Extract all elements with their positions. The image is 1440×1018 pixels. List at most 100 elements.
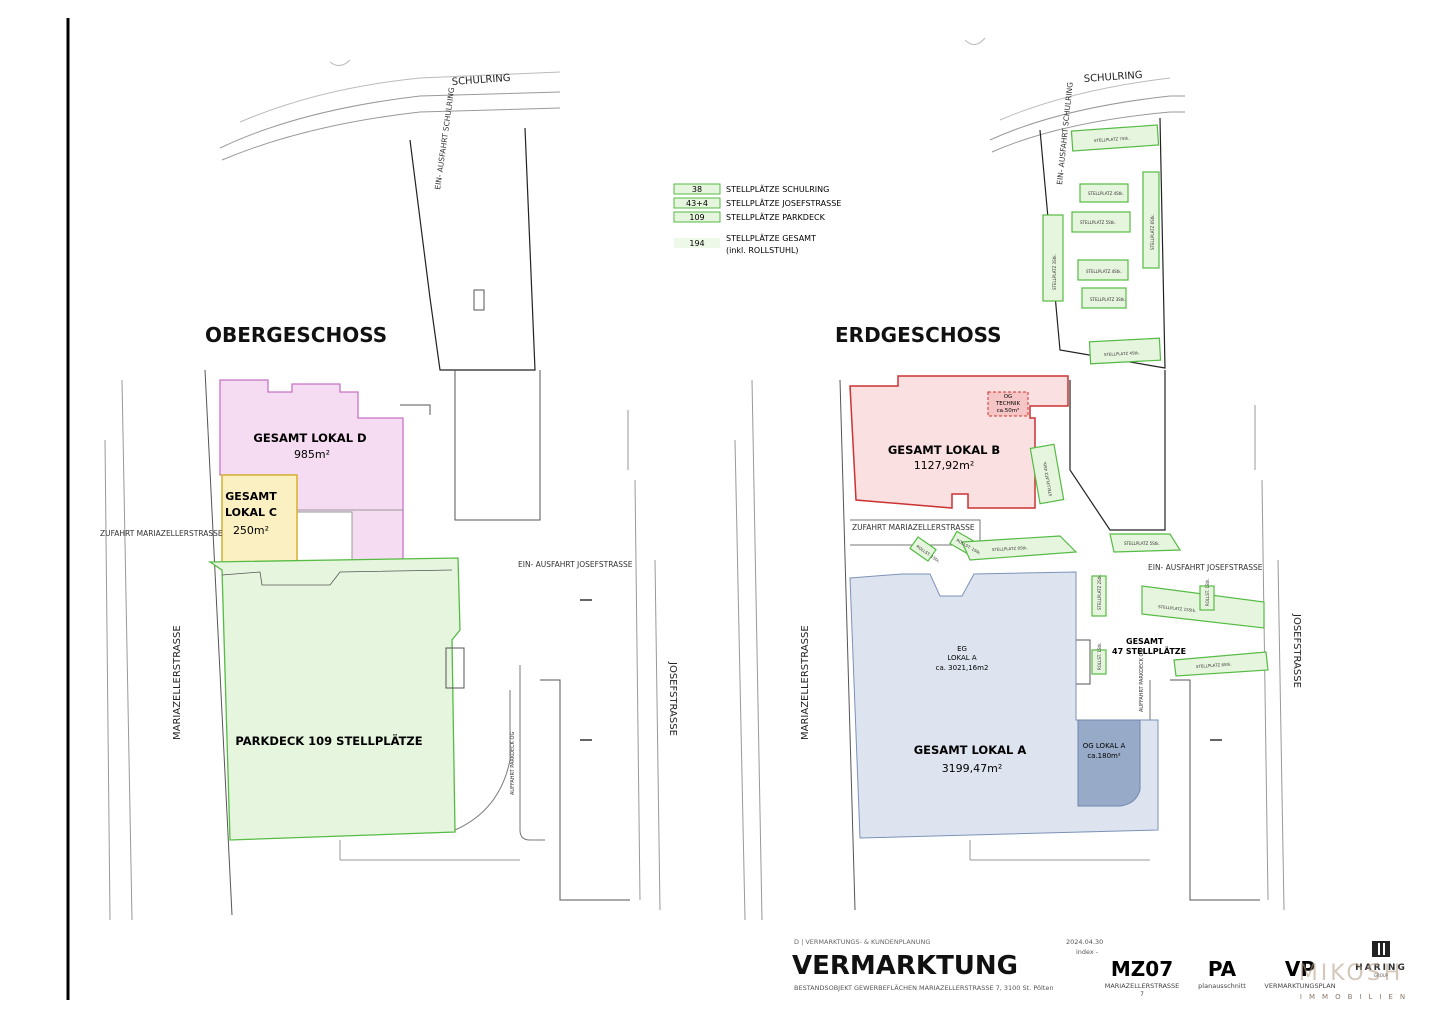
tb-code3-sub: VERMARKTUNGSPLAN xyxy=(1264,982,1335,990)
lokal-d-area-value: 985m² xyxy=(294,448,330,461)
legend-sub-gesamt: (inkl. ROLLSTUHL) xyxy=(726,246,799,255)
street-josef-right: JOSEFSTRASSE xyxy=(1291,613,1302,688)
street-schulring-right: SCHULRING xyxy=(1083,70,1142,85)
tb-code2-sub: planausschnitt xyxy=(1198,982,1246,990)
parking-label-4a: STELLPLATZ 4Stk. xyxy=(1088,191,1124,196)
parkdeck-name: PARKDECK 109 STELLPLÄTZE xyxy=(235,733,422,748)
parking-spaces xyxy=(909,124,1269,677)
lokal-d-name: GESAMT LOKAL D xyxy=(253,431,366,445)
parking-box-3b[interactable] xyxy=(1081,287,1127,309)
tb-brand-group: GROUP xyxy=(1374,973,1389,978)
lokal-c-line1: GESAMT xyxy=(225,490,277,503)
parkdeck-area[interactable] xyxy=(207,557,461,841)
og-lokal-a-name: OG LOKAL A xyxy=(1083,742,1126,750)
ramp-block xyxy=(445,647,465,689)
og-lokal-a-area-value: ca.180m² xyxy=(1087,752,1121,760)
street-josef-left: JOSEFSTRASSE xyxy=(667,661,678,736)
parking-label-5: STELLPLATZ 5Stk. xyxy=(1080,220,1116,225)
lokal-b-area-value: 1127,92m² xyxy=(914,459,975,472)
parking-label-schulring-7: STELLPLATZ 7Stk. xyxy=(1094,136,1130,143)
parking-box-rollst-1[interactable] xyxy=(909,536,937,562)
gesamt-stellplaetze-line1: GESAMT xyxy=(1126,637,1164,646)
tb-code2: PA xyxy=(1208,957,1237,981)
parking-box-rollst-3[interactable] xyxy=(1199,585,1215,611)
lokal-c-area[interactable] xyxy=(221,474,298,569)
parking-box-schulring-7[interactable] xyxy=(1070,124,1160,152)
parking-box-rollst-4[interactable] xyxy=(1091,649,1107,675)
legend-count-schulring: 38 xyxy=(692,185,702,194)
street-auffahrt-right: AUFFAHRT PARKDECK OG xyxy=(1139,649,1145,712)
parking-label-4v: STELLPLATZ 4Stk. xyxy=(1042,461,1053,497)
parking-label-4c: STELLPLATZ 4Stk. xyxy=(1104,350,1140,357)
parking-box-3v[interactable] xyxy=(1042,214,1064,302)
lokal-c-line2: LOKAL C xyxy=(225,506,277,519)
street-einfahrt-schulring-left: EIN- AUSFAHRT SCHULRING xyxy=(433,87,456,191)
street-zufahrt-right: ZUFAHRT MARIAZELLERSTRASSE xyxy=(852,523,975,532)
parking-label-8a: STELLPLATZ 8Stk. xyxy=(992,545,1028,552)
heading-obergeschoss: OBERGESCHOSS xyxy=(205,323,387,347)
tb-code1: MZ07 xyxy=(1111,957,1173,981)
og-lokal-a-area[interactable] xyxy=(1077,719,1141,807)
lokal-a-area-value: 3199,47m² xyxy=(942,762,1003,775)
title-block: D | VERMARKTUNGS- & KUNDENPLANUNG VERMAR… xyxy=(792,938,1412,1001)
legend-swatch-gesamt xyxy=(674,238,720,248)
legend: 38 STELLPLÄTZE SCHULRING 43+4 STELLPLÄTZ… xyxy=(673,183,841,255)
legend-label-gesamt: STELLPLÄTZE GESAMT xyxy=(726,233,816,243)
legend-count-parkdeck: 109 xyxy=(689,213,704,222)
parking-box-8b[interactable] xyxy=(1173,651,1269,677)
og-technik-line1: OG xyxy=(1004,394,1013,400)
tb-code1-sub: MARIAZELLERSTRASSE xyxy=(1105,982,1180,990)
eg-lokal-a-line1: EG xyxy=(957,645,967,653)
tb-code3: VP xyxy=(1285,957,1315,981)
og-technik-area[interactable] xyxy=(987,391,1029,417)
tb-logo-sub: IMMOBILIEN xyxy=(1300,993,1412,1001)
parking-box-2v[interactable] xyxy=(1091,575,1107,617)
eg-lokal-a-area-value: ca. 3021,16m2 xyxy=(936,664,989,672)
og-technik-area-value: ca.50m² xyxy=(997,407,1020,414)
legend-swatch-parkdeck xyxy=(673,211,721,223)
legend-count-gesamt: 194 xyxy=(689,239,704,248)
eg-lokal-a-line2: LOKAL A xyxy=(947,654,977,662)
tb-brand-small: HARING xyxy=(1355,963,1407,973)
tb-subtitle: BESTANDSOBJEKT GEWERBEFLÄCHEN MARIAZELLE… xyxy=(794,983,1053,992)
parking-box-6v[interactable] xyxy=(1142,171,1160,269)
legend-label-schulring: STELLPLÄTZE SCHULRING xyxy=(726,184,829,194)
legend-label-parkdeck: STELLPLÄTZE PARKDECK xyxy=(726,212,826,222)
tb-code1-num: 7 xyxy=(1140,991,1144,998)
og-technik-line2: TECHNIK xyxy=(995,401,1021,407)
parking-label-3b: STELLPLATZ 3Stk. xyxy=(1090,297,1126,302)
parking-label-2v: STELLPLATZ 2Stk. xyxy=(1097,574,1102,610)
lokal-b-name: GESAMT LOKAL B xyxy=(888,443,1000,457)
parking-label-3v: STELLPLATZ 3Stk. xyxy=(1052,254,1057,290)
parking-label-8b: STELLPLATZ 8Stk. xyxy=(1196,662,1232,669)
parking-box-4v[interactable] xyxy=(1029,443,1065,505)
lokal-c-area-value: 250m² xyxy=(233,524,269,537)
tb-department: D | VERMARKTUNGS- & KUNDENPLANUNG xyxy=(794,938,930,946)
tb-index: index - xyxy=(1076,948,1099,956)
tb-title: VERMARKTUNG xyxy=(792,951,1018,981)
street-auffahrt-left: AUFFAHRT PARKDECK OG xyxy=(510,732,516,795)
parking-box-4b[interactable] xyxy=(1077,259,1129,281)
legend-count-josef: 43+4 xyxy=(686,199,708,208)
street-einfahrt-josef-right: EIN- AUSFAHRT JOSEFSTRASSE xyxy=(1148,563,1263,572)
parkdeck-inner-line xyxy=(221,569,453,586)
heading-erdgeschoss: ERDGESCHOSS xyxy=(835,323,1001,347)
tb-date: 2024.04.30 xyxy=(1066,938,1103,946)
lokal-a-name: GESAMT LOKAL A xyxy=(914,743,1027,757)
legend-swatch-josef xyxy=(673,197,721,209)
parking-label-4b: STELLPLATZ 4Stk. xyxy=(1086,269,1122,274)
street-schulring-left: SCHULRING xyxy=(451,73,510,88)
parking-box-4a[interactable] xyxy=(1079,183,1129,203)
parking-box-8a[interactable] xyxy=(961,535,1078,561)
parking-label-6v: STELLPLATZ 6Stk. xyxy=(1150,214,1155,250)
street-zufahrt-left: ZUFAHRT MARIAZELLERSTRASSE xyxy=(100,529,223,538)
lokal-b-area[interactable] xyxy=(849,375,1069,509)
street-mariazeller-left: MARIAZELLERSTRASSE xyxy=(172,625,183,740)
parking-label-rollst-3: ROLLST. 1Stk. xyxy=(1205,578,1210,606)
parking-box-5[interactable] xyxy=(1071,211,1131,233)
parking-box-4c[interactable] xyxy=(1088,337,1162,365)
street-mariazeller-right: MARIAZELLERSTRASSE xyxy=(800,625,811,740)
parking-label-rollst-4: ROLLST. 1Stk. xyxy=(1097,642,1102,670)
parking-box-5b[interactable] xyxy=(1109,533,1182,553)
